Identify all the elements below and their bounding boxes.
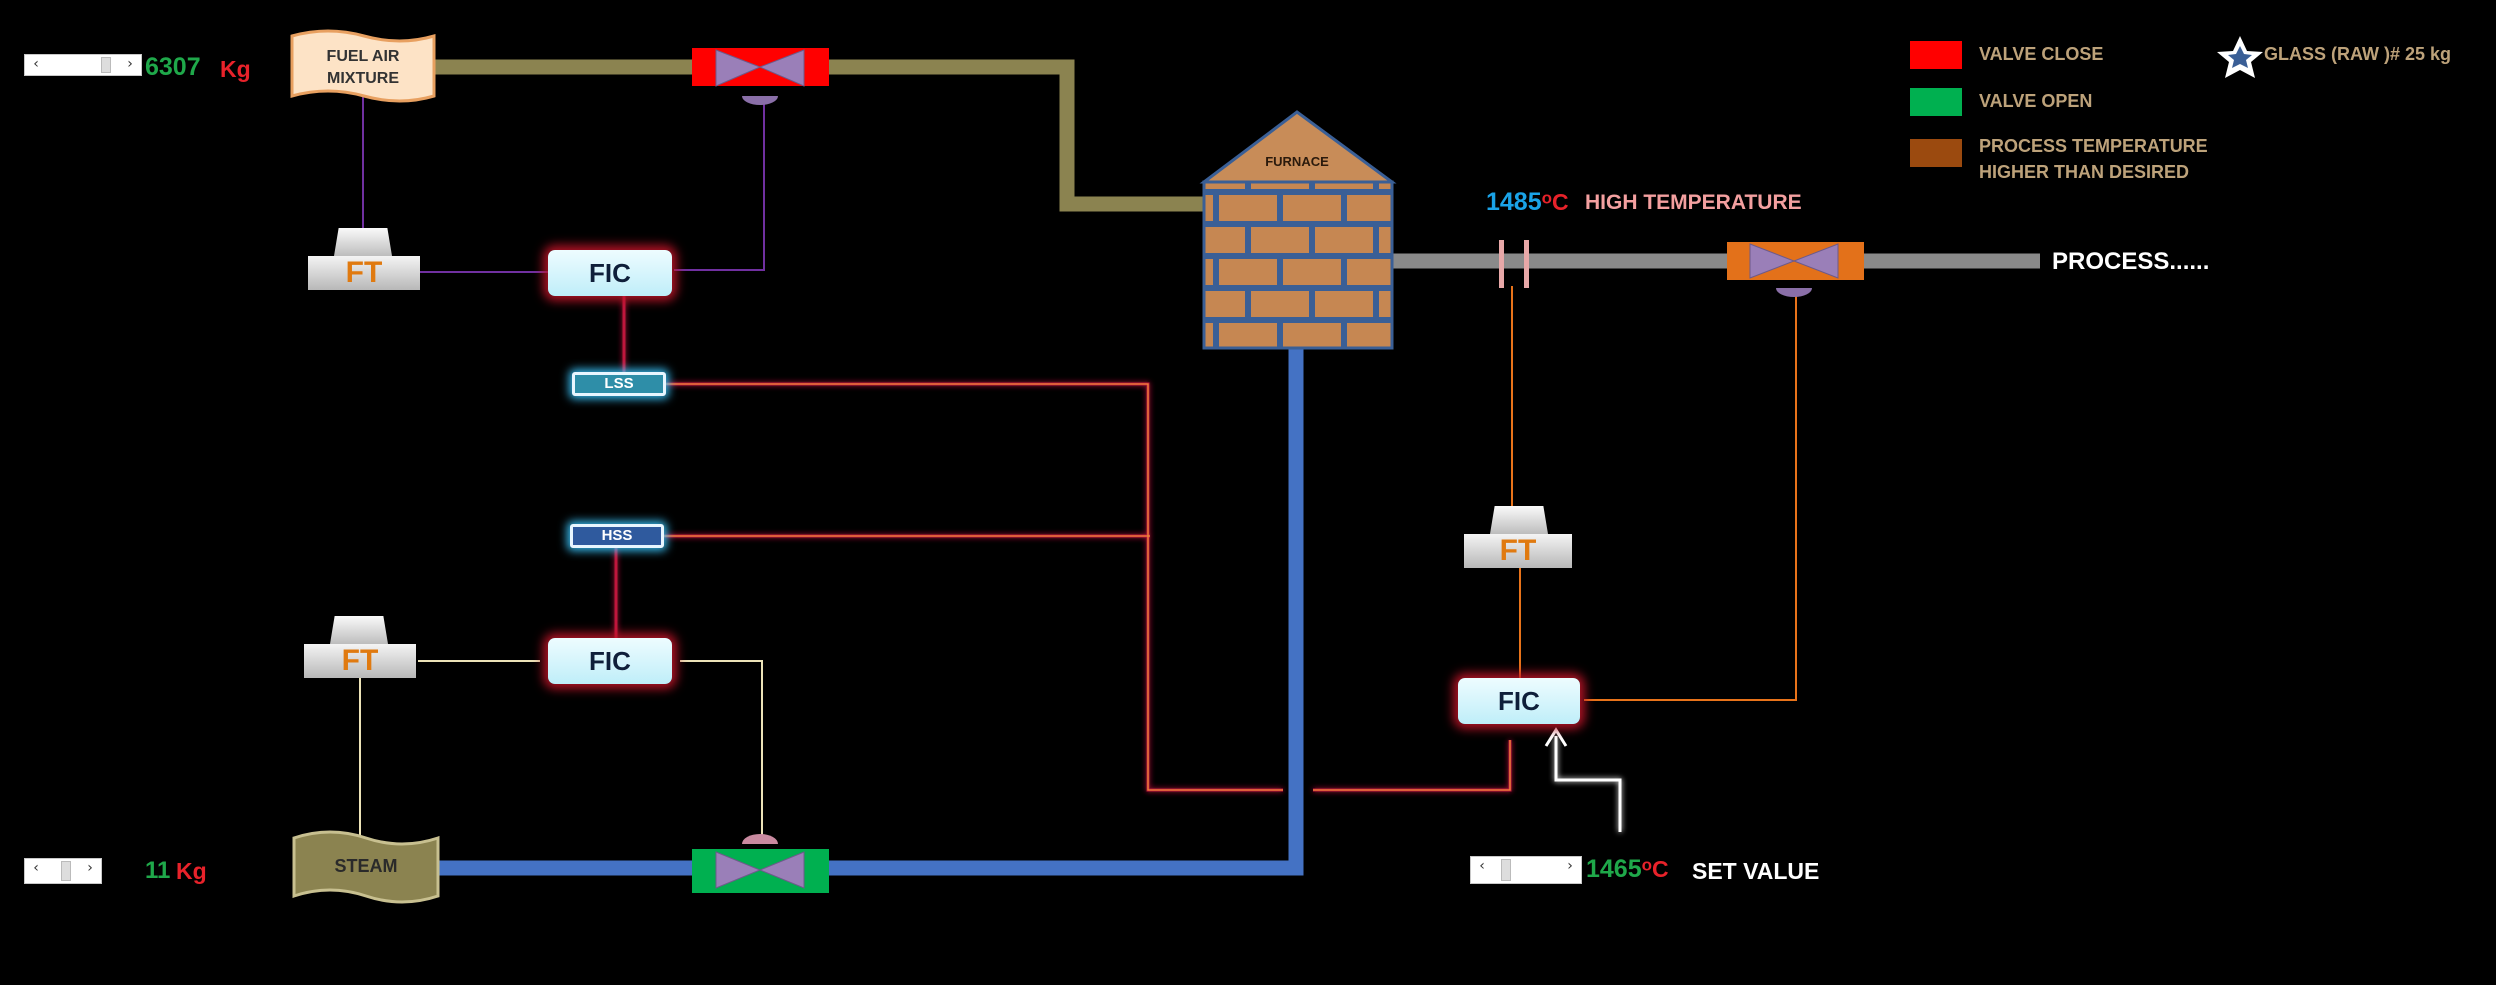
setpoint-value: 1465 xyxy=(1586,855,1642,883)
process-valve xyxy=(1727,242,1864,297)
temperature-value: 1485 xyxy=(1486,188,1542,216)
steam-slider[interactable]: ‹ › xyxy=(24,858,102,884)
legend-valve-open-swatch xyxy=(1910,88,1962,116)
low-signal-selector[interactable]: LSS xyxy=(572,372,666,396)
setpoint-slider-left-arrow[interactable]: ‹ xyxy=(1479,858,1485,874)
fuel-pipe xyxy=(435,59,1204,212)
setpoint-arrow xyxy=(1554,736,1622,832)
fuel-slider-right-arrow[interactable]: › xyxy=(127,56,133,72)
steam-tank-label: STEAM xyxy=(334,856,398,876)
legend-valve-close-swatch xyxy=(1910,41,1962,69)
process-ft-cap xyxy=(1490,506,1548,534)
temperature-readout: 1485oC xyxy=(1486,188,1569,217)
fuel-slider-left-arrow[interactable]: ‹ xyxy=(33,56,39,72)
setpoint-arrow-head xyxy=(1544,727,1568,747)
orifice-plate-right xyxy=(1524,240,1529,288)
legend-high-temp-line1: PROCESS TEMPERATURE xyxy=(1979,136,2208,156)
setpoint-slider[interactable]: ‹ › xyxy=(1470,856,1582,884)
setpoint-slider-right-arrow[interactable]: › xyxy=(1567,858,1573,874)
steam-value: 11 xyxy=(145,857,171,884)
furnace xyxy=(1199,110,1397,350)
steam-unit: Kg xyxy=(176,858,207,884)
glass-label: GLASS (RAW )# 25 kg xyxy=(2264,44,2452,64)
steam-valve xyxy=(692,834,829,893)
process-flow-controller[interactable]: FIC xyxy=(1458,678,1580,724)
steam-slider-left-arrow[interactable]: ‹ xyxy=(33,860,39,876)
temperature-unit: C xyxy=(1552,189,1569,215)
fuel-flow-controller[interactable]: FIC xyxy=(548,250,672,296)
fuel-slider[interactable]: ‹ › xyxy=(24,54,142,76)
fuel-tank-label-line2: MIXTURE xyxy=(327,70,399,87)
high-signal-selector[interactable]: HSS xyxy=(570,524,664,548)
process-ft-label: FT xyxy=(1464,534,1572,568)
fuel-valve xyxy=(692,48,829,105)
legend-high-temp-label: PROCESS TEMPERATURE HIGHER THAN DESIRED xyxy=(1979,133,2208,185)
legend-high-temp-line2: HIGHER THAN DESIRED xyxy=(1979,162,2190,182)
fuel-fic-valve-line xyxy=(674,98,765,271)
fuel-ft-label: FT xyxy=(308,256,420,290)
steam-ft-cap xyxy=(330,616,388,644)
steam-fic-valve-line xyxy=(680,660,763,840)
fuel-value: 6307 xyxy=(145,53,201,81)
fuel-ft-cap xyxy=(334,228,392,256)
lss-line xyxy=(664,382,1283,792)
legend-valve-close-label: VALVE CLOSE xyxy=(1979,44,2104,64)
fuel-unit: Kg xyxy=(220,56,251,82)
temperature-degree: o xyxy=(1541,188,1553,208)
setpoint-label: SET VALUE xyxy=(1692,858,1820,884)
steam-ft-label: FT xyxy=(304,644,416,678)
temperature-status: HIGH TEMPERATURE xyxy=(1585,191,1802,214)
setpoint-degree: o xyxy=(1641,855,1653,875)
setpoint-unit: C xyxy=(1652,856,1669,882)
fuel-tank-label-line1: FUEL AIR xyxy=(326,48,400,65)
steam-flow-controller[interactable]: FIC xyxy=(548,638,672,684)
fuel-slider-thumb[interactable] xyxy=(101,57,111,73)
steam-tank xyxy=(292,830,440,904)
legend-valve-open-label: VALVE OPEN xyxy=(1979,91,2093,111)
steam-slider-thumb[interactable] xyxy=(61,861,71,881)
setpoint-slider-thumb[interactable] xyxy=(1501,859,1511,881)
setpoint-readout: 1465oC xyxy=(1586,855,1669,884)
furnace-label: FURNACE xyxy=(1265,154,1329,169)
fic-process-valve-line xyxy=(1584,292,1797,701)
legend-high-temp-swatch xyxy=(1910,139,1962,167)
steam-slider-right-arrow[interactable]: › xyxy=(87,860,93,876)
process-label: PROCESS...... xyxy=(2052,248,2210,275)
orifice-plate-left xyxy=(1499,240,1504,288)
fuel-tank xyxy=(290,29,436,103)
fuel-tank-label: FUEL AIR MIXTURE xyxy=(292,46,434,90)
process-fic-selector-line xyxy=(1313,740,1512,792)
